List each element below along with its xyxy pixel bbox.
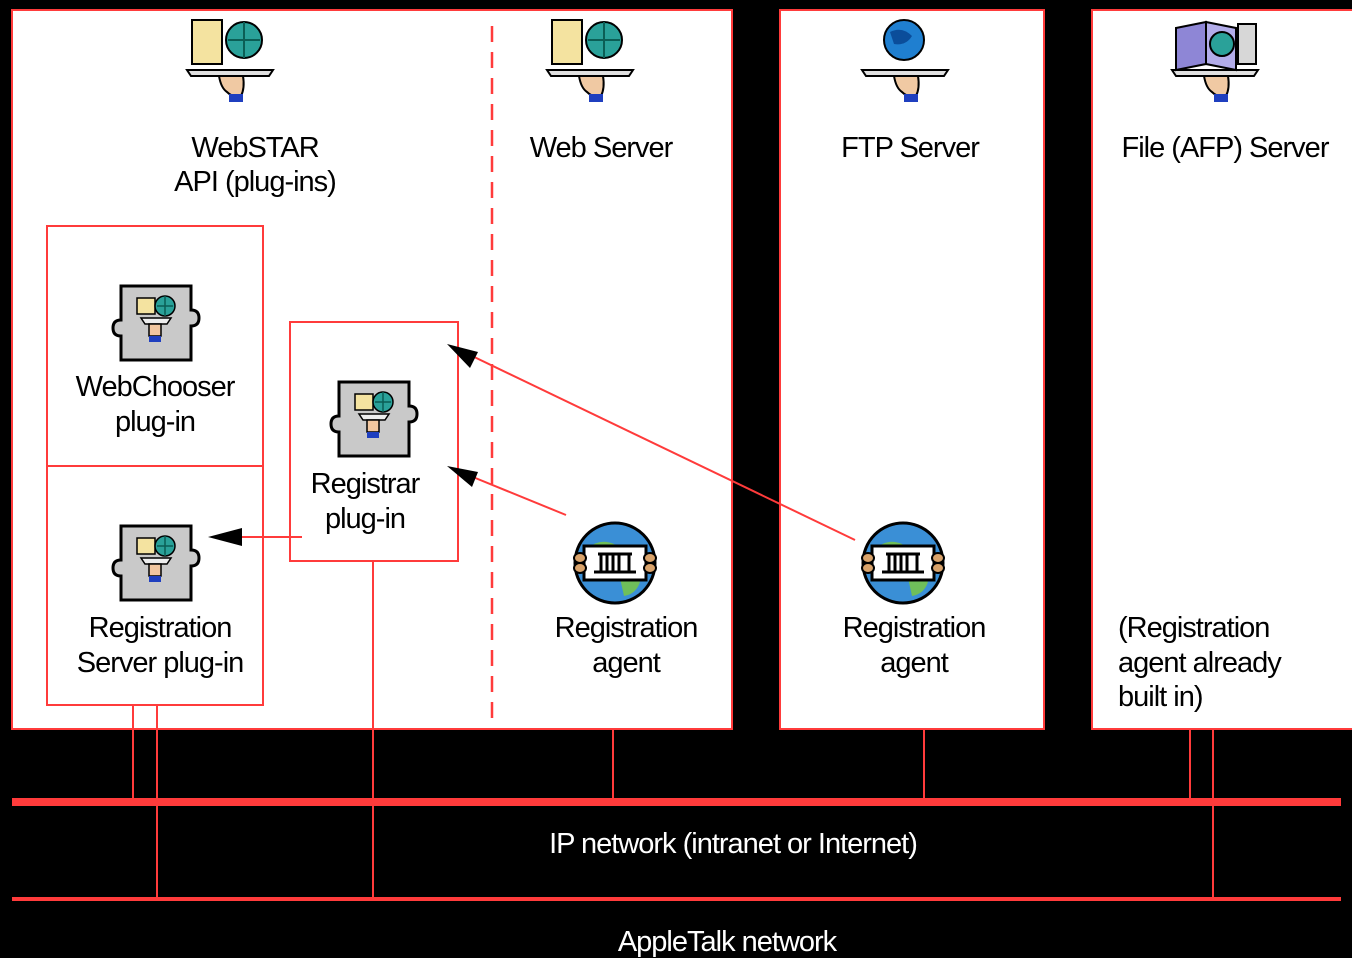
arrowhead bbox=[447, 344, 478, 368]
ftp-agent-label-line1: Registration bbox=[843, 612, 986, 644]
afp-agent-note-line3: built in) bbox=[1118, 681, 1203, 713]
webchooser-plugin-icon bbox=[111, 284, 201, 362]
ftp-server-panel bbox=[779, 9, 1045, 730]
web-server-title: Web Server bbox=[530, 132, 674, 164]
ftp-agent-label-line2: agent bbox=[880, 647, 949, 679]
webchooser-label-line2: plug-in bbox=[115, 406, 195, 438]
web-agent-label-line2: agent bbox=[592, 647, 661, 679]
web-agent-label-line1: Registration bbox=[555, 612, 698, 644]
appletalk-network-label: AppleTalk network bbox=[618, 926, 838, 958]
webstar-api-icon bbox=[186, 19, 274, 103]
afp-agent-note-line1: (Registration bbox=[1118, 612, 1269, 644]
web-registration-agent-icon bbox=[572, 521, 658, 605]
registration-server-plugin-icon bbox=[111, 524, 201, 602]
registration-server-label-line1: Registration bbox=[89, 612, 232, 644]
arrowhead bbox=[447, 466, 478, 487]
afp-server-icon bbox=[1171, 20, 1259, 103]
webstar-api-title-line2: API (plug-ins) bbox=[174, 166, 336, 198]
registrar-label-line1: Registrar bbox=[311, 468, 421, 500]
afp-server-panel bbox=[1091, 9, 1352, 730]
web-server-icon bbox=[546, 19, 634, 103]
registration-server-label-line2: Server plug-in bbox=[77, 647, 244, 679]
afp-agent-note-line2: agent already bbox=[1118, 647, 1282, 679]
ftp-server-icon bbox=[861, 19, 949, 103]
registrar-label-line2: plug-in bbox=[325, 503, 405, 535]
appletalk-network-bus bbox=[12, 897, 1341, 901]
webstar-api-title-line1: WebSTAR bbox=[191, 132, 318, 164]
webchooser-label-line1: WebChooser bbox=[76, 371, 236, 403]
afp-server-title: File (AFP) Server bbox=[1122, 132, 1330, 164]
web-agent-to-registrar-arrow-line bbox=[467, 474, 567, 516]
ip-network-label: IP network (intranet or Internet) bbox=[549, 828, 917, 860]
ip-network-bus bbox=[12, 798, 1341, 806]
ftp-agent-to-registrar-arrow-line bbox=[467, 353, 856, 541]
arrowhead bbox=[208, 528, 242, 546]
ftp-registration-agent-icon bbox=[860, 521, 946, 605]
registrar-plugin-icon bbox=[329, 380, 419, 458]
ftp-server-title: FTP Server bbox=[841, 132, 980, 164]
